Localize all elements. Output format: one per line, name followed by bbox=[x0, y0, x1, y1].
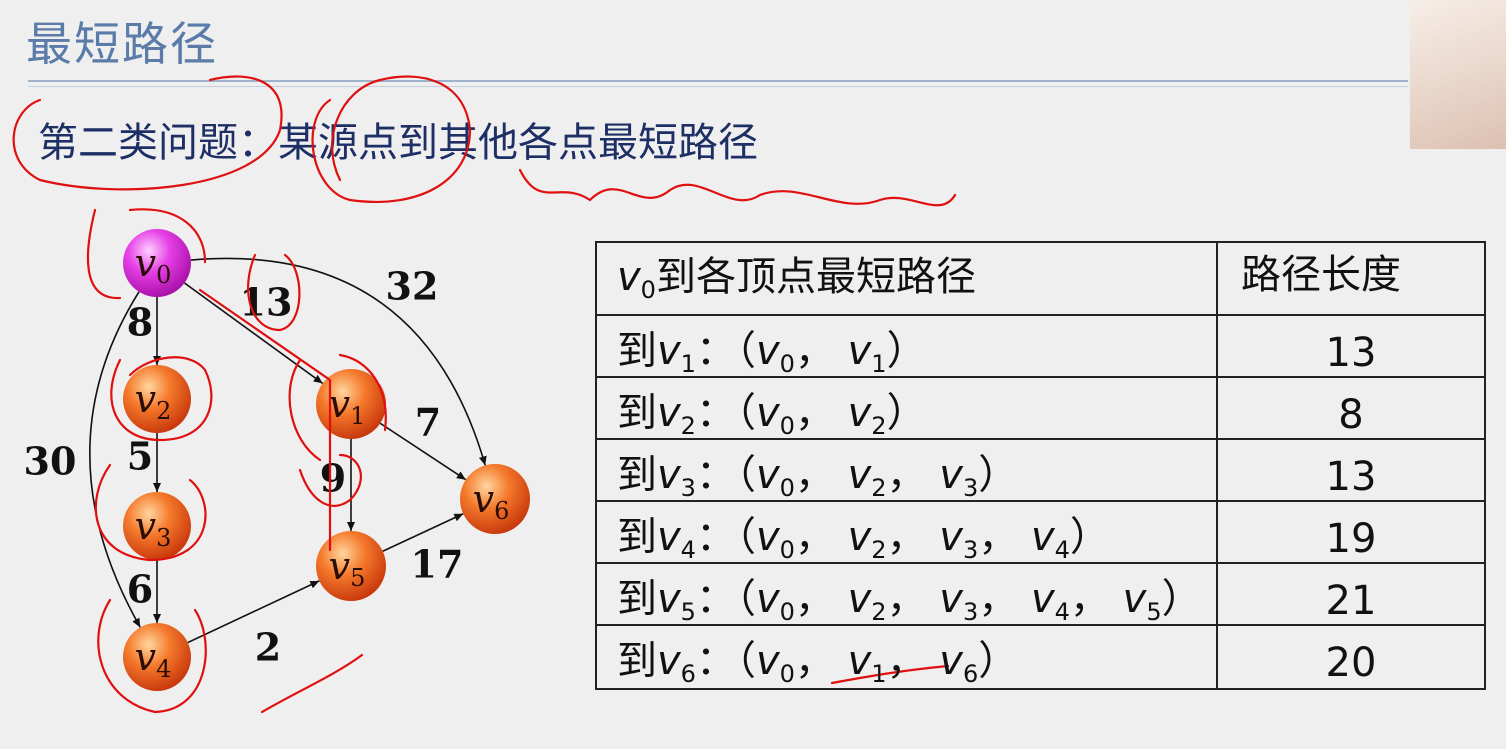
table-row-length: 8 bbox=[1338, 392, 1364, 438]
graph-node-v1: v1 bbox=[316, 369, 386, 439]
row-prefix: 到 bbox=[617, 328, 657, 374]
table-row-path: 到v2：（v0， v2） bbox=[617, 390, 927, 440]
edge-weight-label: 6 bbox=[127, 567, 153, 612]
row-prefix: 到 bbox=[617, 452, 657, 498]
table-row-length: 13 bbox=[1325, 454, 1377, 500]
graph-node-v0: v0 bbox=[123, 229, 191, 297]
annotation-underline bbox=[260, 653, 364, 714]
annotation-underline bbox=[830, 664, 950, 685]
table-grid bbox=[595, 241, 1486, 690]
table-header-path: v0到各顶点最短路径 bbox=[617, 257, 976, 302]
edge-weight-label: 5 bbox=[127, 434, 153, 479]
annotation-scribble bbox=[86, 208, 207, 300]
graph-edge-v0-v6 bbox=[190, 257, 487, 466]
graph-edge-v0-v4 bbox=[89, 291, 141, 628]
node-circle bbox=[123, 492, 191, 560]
graph-node-v4: v4 bbox=[123, 623, 191, 691]
header-path-label: 到各顶点最短路径 bbox=[655, 254, 976, 300]
node-label: v2 bbox=[135, 377, 172, 425]
annotation-scribble bbox=[298, 453, 362, 507]
title-rule-thin bbox=[28, 86, 1408, 87]
edge-weight-label: 32 bbox=[386, 264, 439, 309]
annotation-scribble bbox=[288, 353, 387, 462]
edge-weight-label: 30 bbox=[24, 439, 77, 484]
table-row-path: 到v5：（v0， v2， v3， v4， v5） bbox=[617, 576, 1202, 626]
table-row-path: 到v1：（v0， v1） bbox=[617, 328, 927, 378]
node-circle bbox=[316, 369, 386, 439]
table-row-length: 13 bbox=[1325, 330, 1377, 376]
annotation-underline bbox=[518, 168, 957, 207]
node-circle bbox=[123, 365, 191, 433]
annotation-scribble bbox=[97, 598, 207, 714]
annotation-scribble bbox=[12, 75, 283, 191]
annotation-scribble bbox=[247, 253, 301, 332]
table-row-path: 到v6：（v0， v1， v6） bbox=[617, 638, 1019, 688]
page-title: 最短路径 bbox=[26, 17, 218, 71]
node-label: v1 bbox=[329, 382, 366, 430]
edge-weight-label: 7 bbox=[415, 400, 441, 445]
node-label: v5 bbox=[329, 544, 366, 592]
graph-node-v2: v2 bbox=[123, 365, 191, 433]
graph-edge-v5-v6 bbox=[382, 513, 464, 552]
node-circle bbox=[123, 229, 191, 297]
graph-edge-v1-v6 bbox=[379, 422, 467, 481]
table-row-length: 19 bbox=[1325, 516, 1377, 562]
graph-node-v3: v3 bbox=[123, 492, 191, 560]
row-prefix: 到 bbox=[617, 576, 657, 622]
edge-weight-label: 2 bbox=[255, 625, 281, 670]
header-vertex: v bbox=[617, 254, 641, 300]
table-row-length: 21 bbox=[1325, 578, 1377, 624]
table-row-path: 到v3：（v0， v2， v3） bbox=[617, 452, 1019, 502]
edge-weight-label: 8 bbox=[127, 300, 153, 345]
node-label: v0 bbox=[135, 241, 172, 289]
table-header-length: 路径长度 bbox=[1241, 252, 1401, 298]
annotation-scribble bbox=[311, 75, 472, 203]
table-row-length: 20 bbox=[1325, 640, 1377, 686]
edge-weight-label: 9 bbox=[320, 456, 346, 501]
graph-edge-v4-v5 bbox=[187, 580, 320, 644]
annotation-scribble bbox=[94, 463, 207, 562]
presenter-video-thumbnail bbox=[1410, 0, 1506, 149]
node-circle bbox=[460, 464, 530, 534]
row-prefix: 到 bbox=[617, 390, 657, 436]
title-rule bbox=[28, 80, 1408, 82]
edge-weight-label: 17 bbox=[411, 542, 464, 587]
annotation-scribble bbox=[198, 288, 332, 552]
node-circle bbox=[316, 531, 386, 601]
graph-node-v6: v6 bbox=[460, 464, 530, 534]
shortest-path-table: v0到各顶点最短路径 路径长度 到v1：（v0， v1） 13 到v2：（v0， v… bbox=[595, 241, 1486, 690]
graph-node-v5: v5 bbox=[316, 531, 386, 601]
table-row-path: 到v4：（v0， v2， v3， v4） bbox=[617, 514, 1110, 564]
header-vertex-sub: 0 bbox=[640, 276, 656, 304]
annotation-scribble bbox=[110, 356, 213, 442]
node-circle bbox=[123, 623, 191, 691]
node-label: v3 bbox=[135, 504, 172, 552]
page-subtitle: 第二类问题：某源点到其他各点最短路径 bbox=[38, 120, 758, 166]
node-label: v4 bbox=[135, 635, 172, 683]
row-prefix: 到 bbox=[617, 638, 657, 684]
graph-edge-v0-v1 bbox=[184, 282, 324, 385]
row-prefix: 到 bbox=[617, 514, 657, 560]
node-label: v6 bbox=[473, 477, 510, 525]
